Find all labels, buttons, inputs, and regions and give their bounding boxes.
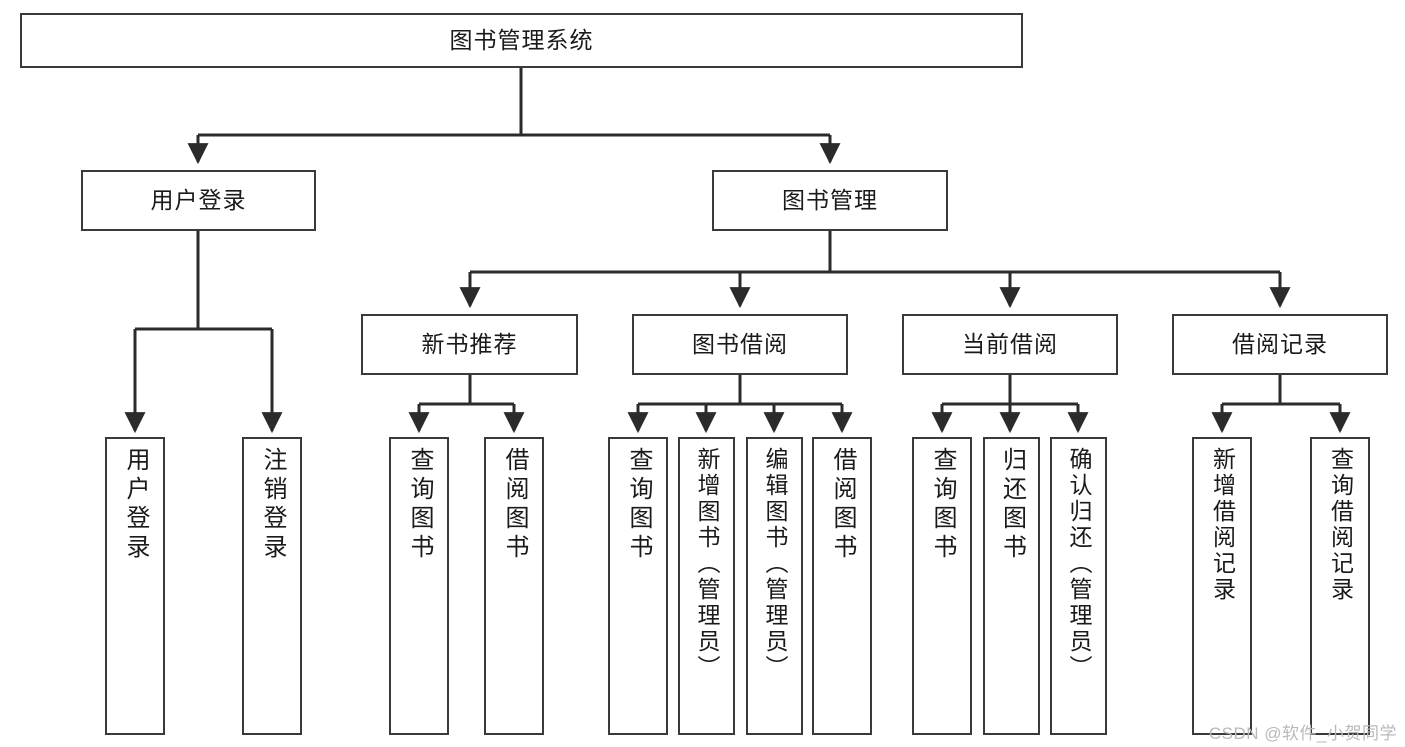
node-label: 借阅记录 — [1232, 331, 1328, 357]
leaf-add-book-admin[interactable]: 新增图书（管理员） — [678, 437, 735, 735]
node-label: 图书借阅 — [692, 331, 788, 357]
leaf-query-book-borrow[interactable]: 查询图书 — [608, 437, 668, 735]
leaf-borrow-book-recommend[interactable]: 借阅图书 — [484, 437, 544, 735]
node-label: 借阅图书 — [501, 447, 528, 563]
leaf-query-borrow-record[interactable]: 查询借阅记录 — [1310, 437, 1370, 735]
node-label: 归还图书 — [998, 447, 1026, 563]
leaf-add-borrow-record[interactable]: 新增借阅记录 — [1192, 437, 1252, 735]
node-label: 新增借阅记录 — [1209, 447, 1236, 603]
node-new-book-recommend[interactable]: 新书推荐 — [361, 314, 578, 375]
node-label: 查询图书 — [406, 447, 433, 563]
leaf-query-book-current[interactable]: 查询图书 — [912, 437, 972, 735]
node-label: 用户登录 — [150, 187, 247, 213]
node-label: 查询图书 — [929, 447, 956, 563]
leaf-confirm-return-admin[interactable]: 确认归还（管理员） — [1050, 437, 1107, 735]
node-book-manage[interactable]: 图书管理 — [712, 170, 948, 231]
node-label: 当前借阅 — [962, 331, 1058, 357]
csdn-watermark: CSDN @软件_小贺同学 — [1208, 724, 1397, 743]
node-label: 新增图书（管理员） — [694, 447, 720, 681]
node-label: 查询图书 — [625, 447, 652, 563]
leaf-borrow-book[interactable]: 借阅图书 — [812, 437, 872, 735]
node-book-borrow[interactable]: 图书借阅 — [632, 314, 848, 375]
node-root-system[interactable]: 图书管理系统 — [20, 13, 1023, 68]
node-label: 查询借阅记录 — [1327, 447, 1354, 603]
leaf-query-book-recommend[interactable]: 查询图书 — [389, 437, 449, 735]
leaf-user-logout[interactable]: 注销登录 — [242, 437, 302, 735]
node-label: 编辑图书（管理员） — [762, 447, 788, 681]
leaf-user-login[interactable]: 用户登录 — [105, 437, 165, 735]
node-label: 用户登录 — [122, 447, 149, 563]
node-label: 图书管理系统 — [449, 27, 594, 53]
node-label: 注销登录 — [259, 447, 286, 563]
node-current-borrow[interactable]: 当前借阅 — [902, 314, 1118, 375]
leaf-edit-book-admin[interactable]: 编辑图书（管理员） — [746, 437, 803, 735]
node-label: 借阅图书 — [829, 447, 856, 563]
node-label: 图书管理 — [782, 187, 878, 213]
node-label: 新书推荐 — [421, 331, 518, 357]
leaf-return-book[interactable]: 归还图书 — [983, 437, 1040, 735]
node-user-login[interactable]: 用户登录 — [81, 170, 316, 231]
node-label: 确认归还（管理员） — [1066, 447, 1092, 681]
node-borrow-record[interactable]: 借阅记录 — [1172, 314, 1388, 375]
